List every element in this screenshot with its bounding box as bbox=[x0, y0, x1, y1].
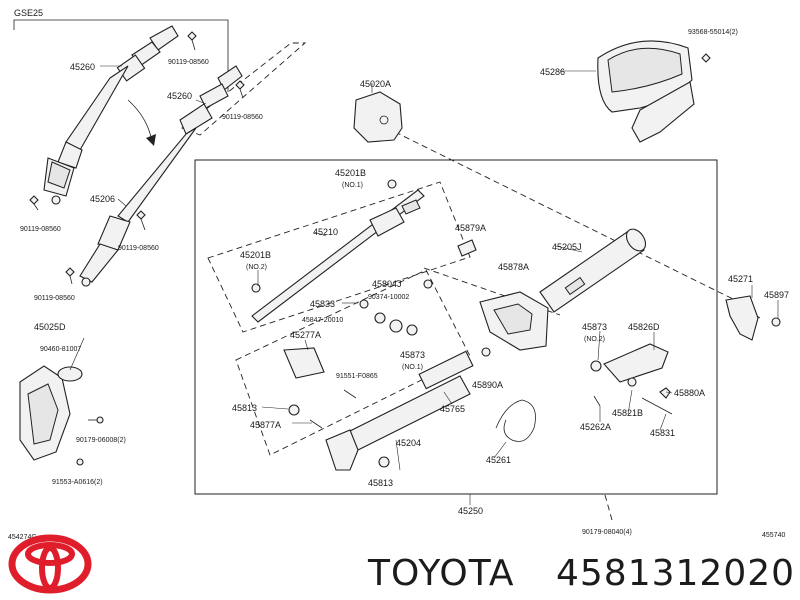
label-91553: 91553-A0616(2) bbox=[52, 479, 103, 486]
leader-lines bbox=[69, 65, 779, 505]
part-number: 4581312020 bbox=[556, 553, 795, 594]
label-45873-no2-tag: (NO.2) bbox=[584, 336, 605, 343]
label-45271: 45271 bbox=[728, 274, 753, 284]
boot-45025D bbox=[19, 365, 104, 466]
label-45873-no2: 45873 bbox=[582, 322, 607, 332]
intermediate-shaft-upper bbox=[43, 25, 179, 205]
label-90119-e: 90119-08560 bbox=[34, 295, 75, 302]
label-45020A: 45020A bbox=[360, 79, 391, 89]
label-45873-no1-tag: (NO.1) bbox=[402, 364, 423, 371]
label-45804J: 45804J bbox=[372, 279, 402, 289]
label-45873-no1: 45873 bbox=[400, 350, 425, 360]
intermediate-shaft-lower bbox=[79, 65, 243, 287]
bolt-45890A bbox=[481, 347, 491, 357]
small-parts-middle bbox=[359, 239, 477, 336]
label-45821B: 45821B bbox=[612, 408, 643, 418]
label-45205J: 45205J bbox=[552, 242, 582, 252]
label-45765: 45765 bbox=[440, 404, 465, 414]
label-45878A: 45878A bbox=[498, 262, 529, 272]
label-90119-c: 90119-08560 bbox=[20, 226, 61, 233]
label-45261: 45261 bbox=[486, 455, 511, 465]
label-90119-d: 90119-08560 bbox=[118, 245, 159, 252]
label-90119-a: 90119-08560 bbox=[168, 59, 209, 66]
label-45826D: 45826D bbox=[628, 322, 660, 332]
label-45260-lower: 45260 bbox=[167, 91, 192, 101]
label-45880A: 45880A bbox=[674, 388, 705, 398]
label-45277A: 45277A bbox=[290, 330, 321, 340]
label-90119-b: 90119-08560 bbox=[222, 114, 263, 121]
label-45206: 45206 bbox=[90, 194, 115, 204]
bracket-45020A bbox=[353, 91, 403, 143]
bolts-top-left bbox=[29, 31, 245, 285]
label-45210: 45210 bbox=[313, 227, 338, 237]
label-45201B-no1: 45201B bbox=[335, 168, 366, 178]
group-bracket bbox=[13, 19, 229, 92]
ref-code-right: 455740 bbox=[762, 532, 785, 539]
label-45201B-no2-tag: (NO.2) bbox=[246, 264, 267, 271]
label-45813-bottom: 45813 bbox=[368, 478, 393, 488]
label-45831: 45831 bbox=[650, 428, 675, 438]
label-45877A: 45877A bbox=[250, 420, 281, 430]
toyota-logo-icon bbox=[8, 534, 92, 594]
column-assembly-frame bbox=[194, 159, 718, 495]
label-45262A: 45262A bbox=[580, 422, 611, 432]
label-90374: 90374-10002 bbox=[368, 294, 409, 301]
main-shaft-45210 bbox=[251, 179, 425, 323]
housing-45878A bbox=[479, 291, 549, 351]
label-45260-upper: 45260 bbox=[70, 62, 95, 72]
column-cover-45286 bbox=[597, 40, 711, 143]
upper-tube-45205J bbox=[539, 228, 647, 313]
group-label: GSE25 bbox=[14, 8, 43, 18]
brand-name: TOYOTA bbox=[367, 553, 515, 594]
label-45250: 45250 bbox=[458, 506, 483, 516]
label-90460: 90460-81007 bbox=[40, 346, 81, 353]
label-45897: 45897 bbox=[764, 290, 789, 300]
bracket-hole-icon bbox=[379, 115, 389, 125]
label-93568: 93568-55014(2) bbox=[688, 29, 738, 36]
label-91551: 91551-F0865 bbox=[336, 373, 378, 380]
label-45833: 45833 bbox=[310, 299, 335, 309]
lower-column-45204 bbox=[283, 347, 474, 471]
bracket-45271 bbox=[725, 295, 781, 341]
label-90179-a: 90179-06008(2) bbox=[76, 437, 126, 444]
label-45025D: 45025D bbox=[34, 322, 66, 332]
tilt-lever-45826D bbox=[590, 343, 673, 415]
label-45813-left: 45813 bbox=[232, 403, 257, 413]
spring-45261 bbox=[495, 399, 536, 442]
label-90179-b: 90179-08040(4) bbox=[582, 529, 632, 536]
label-45890A: 45890A bbox=[472, 380, 503, 390]
ref-code-left: 454274G bbox=[8, 534, 37, 541]
label-45201B-no2: 45201B bbox=[240, 250, 271, 260]
label-45847: 45847-20010 bbox=[302, 317, 343, 324]
label-45879A: 45879A bbox=[455, 223, 486, 233]
label-45286: 45286 bbox=[540, 67, 565, 77]
part-labels: 45260 90119-08560 45260 90119-08560 4520… bbox=[8, 29, 789, 541]
label-45201B-no1-tag: (NO.1) bbox=[342, 182, 363, 189]
label-45204: 45204 bbox=[396, 438, 421, 448]
